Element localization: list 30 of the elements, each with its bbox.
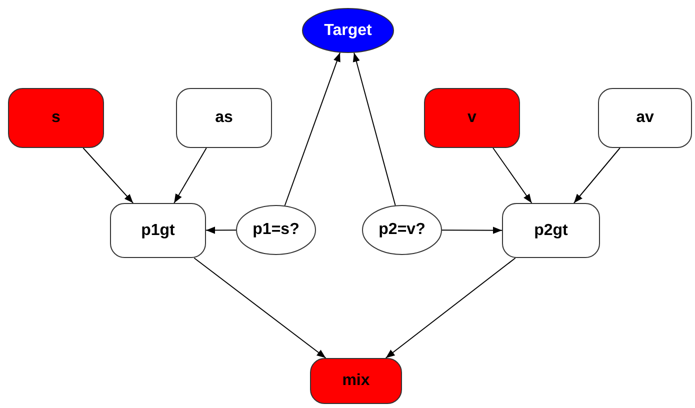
arrow	[194, 258, 326, 358]
rounded-box	[598, 88, 692, 148]
arrow	[442, 226, 502, 234]
arrow	[284, 52, 340, 206]
rounded-box	[502, 203, 600, 258]
rounded-box	[110, 203, 206, 258]
node-label: Target	[324, 22, 372, 40]
arrow	[573, 148, 620, 204]
node-label: p1gt	[141, 222, 175, 240]
ellipse-node	[362, 205, 442, 255]
rounded-box	[176, 88, 272, 148]
rounded-box	[8, 88, 104, 148]
arrow	[82, 148, 134, 204]
node-label: av	[636, 109, 654, 127]
node-label: as	[215, 109, 233, 127]
arrow	[385, 258, 516, 358]
arrow	[174, 148, 207, 204]
node-label: p1=s?	[252, 221, 300, 239]
node-label: p2=v?	[378, 221, 426, 239]
node-label: v	[468, 109, 476, 127]
rounded-box	[310, 358, 402, 404]
arrow	[206, 226, 236, 234]
arrow	[492, 148, 532, 204]
node-label: s	[52, 109, 60, 127]
node-label: mix	[342, 372, 370, 390]
arrow	[352, 52, 396, 206]
ellipse-node	[236, 205, 316, 255]
node-label: p2gt	[534, 222, 568, 240]
ellipse-node	[302, 8, 394, 53]
rounded-box	[424, 88, 520, 148]
